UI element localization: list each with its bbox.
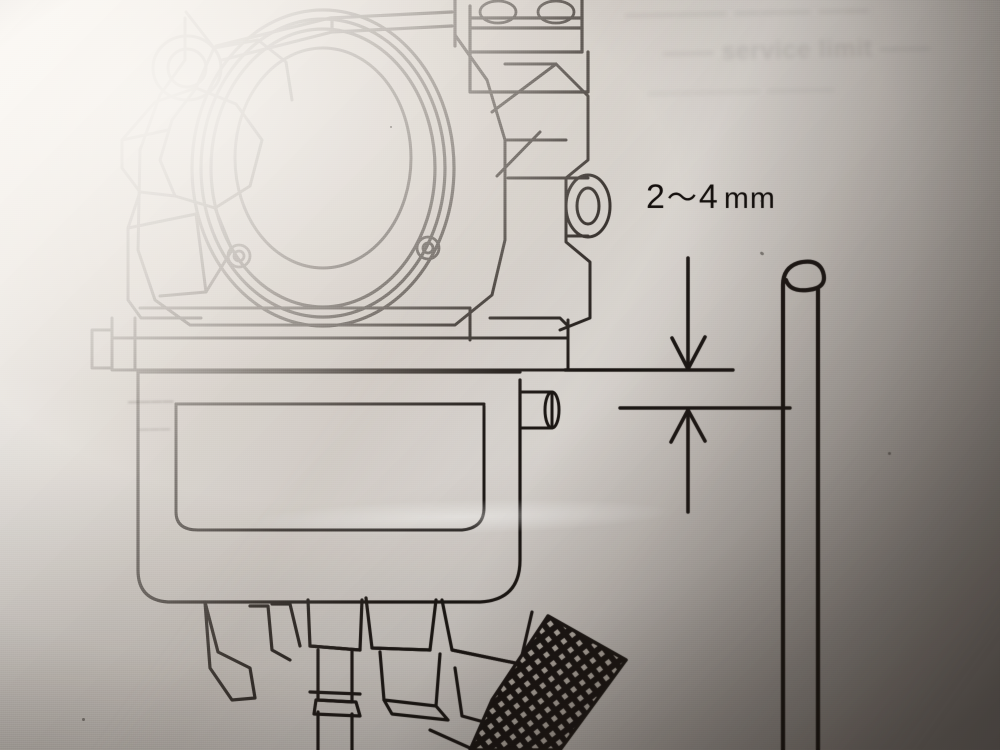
dust-speck bbox=[888, 452, 891, 455]
dust-speck bbox=[82, 718, 85, 721]
dimension-unit: mm bbox=[723, 182, 776, 215]
dimension-max-value: 4 bbox=[698, 178, 719, 216]
dimension-range-separator: 〜 bbox=[666, 182, 698, 215]
dust-speck bbox=[760, 200, 762, 202]
dimension-min-value: 2 bbox=[646, 178, 666, 216]
dust-speck bbox=[390, 126, 392, 128]
